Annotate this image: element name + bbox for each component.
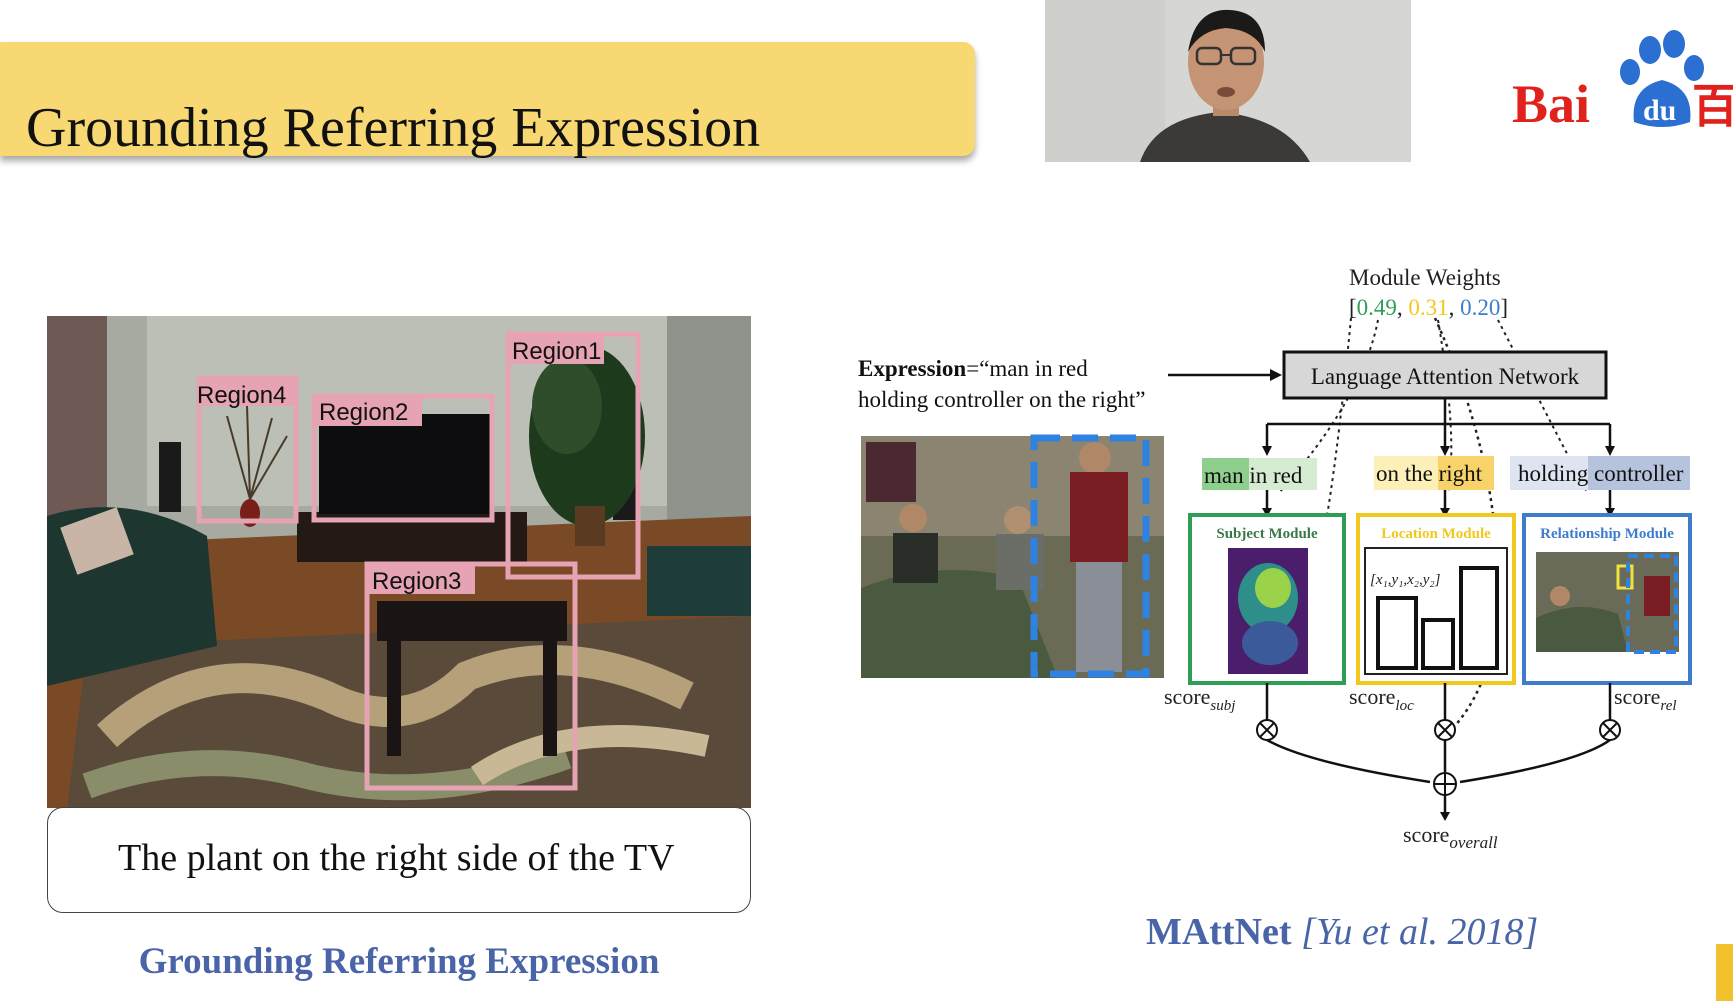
score-loc: scoreloc xyxy=(1349,684,1414,714)
logo-text-bai-chinese: 百 xyxy=(1692,81,1733,132)
slide-title: Grounding Referring Expression xyxy=(26,96,760,160)
left-figure-caption: Grounding Referring Expression xyxy=(47,940,751,983)
score-overall: scoreoverall xyxy=(1403,822,1498,852)
mattnet-caption: MAttNet [Yu et al. 2018] xyxy=(1146,910,1538,954)
language-attention-network: Language Attention Network xyxy=(1311,364,1580,389)
title-banner: Grounding Referring Expression xyxy=(0,42,975,156)
subject-module-label: Subject Module xyxy=(1216,526,1318,542)
region2-label: Region2 xyxy=(319,399,408,426)
module-weights-values: [0.49, 0.31, 0.20] xyxy=(1349,295,1508,320)
location-module-label: Location Module xyxy=(1381,526,1491,542)
region3-label: Region3 xyxy=(372,568,461,595)
score-rel: scorerel xyxy=(1614,684,1677,714)
mattnet-citation: [Yu et al. 2018] xyxy=(1301,911,1538,953)
expression-caption-box: The plant on the right side of the TV xyxy=(47,807,751,913)
relationship-module-label: Relationship Module xyxy=(1540,526,1674,542)
phrase-location: on the right xyxy=(1376,461,1483,486)
mattnet-scene-photo xyxy=(861,436,1164,678)
expression-text-line1: Expression=“man in red xyxy=(858,356,1088,381)
mattnet-diagram: Module Weights [0.49, 0.31, 0.20] Expres… xyxy=(858,258,1708,858)
score-subj: scoresubj xyxy=(1164,684,1235,714)
expression-caption: The plant on the right side of the TV xyxy=(118,836,675,880)
baidu-logo: Bai du 百 xyxy=(1512,28,1733,138)
logo-text-du: du xyxy=(1643,94,1676,127)
slide-edge-marker xyxy=(1716,944,1733,1001)
living-room-scene: Region1 Region2 Region3 Region4 xyxy=(47,316,751,808)
mattnet-model-name: MAttNet xyxy=(1146,911,1292,953)
phrase-relationship: holding controller xyxy=(1518,461,1684,486)
logo-text-bai: Bai xyxy=(1512,74,1590,134)
expression-text-line2: holding controller on the right” xyxy=(858,387,1145,412)
module-weights-label: Module Weights xyxy=(1349,265,1501,290)
region1-label: Region1 xyxy=(512,338,601,365)
region4-label: Region4 xyxy=(197,382,286,409)
location-coords: [x₁,y₁,x₂,y₂] xyxy=(1370,572,1441,588)
phrase-subject: man in red xyxy=(1204,463,1303,488)
presenter-webcam xyxy=(1045,0,1411,162)
